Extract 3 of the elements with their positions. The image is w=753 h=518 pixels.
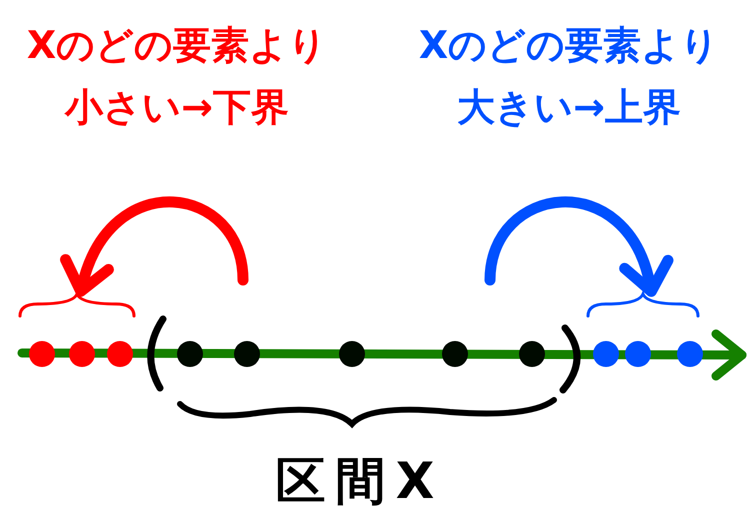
label-text: Xのどの要素より大きい→上界 [404, 14, 734, 144]
label-text: Xのどの要素より小さい→下界 [12, 14, 342, 144]
interval-label: 区間X [255, 448, 465, 514]
